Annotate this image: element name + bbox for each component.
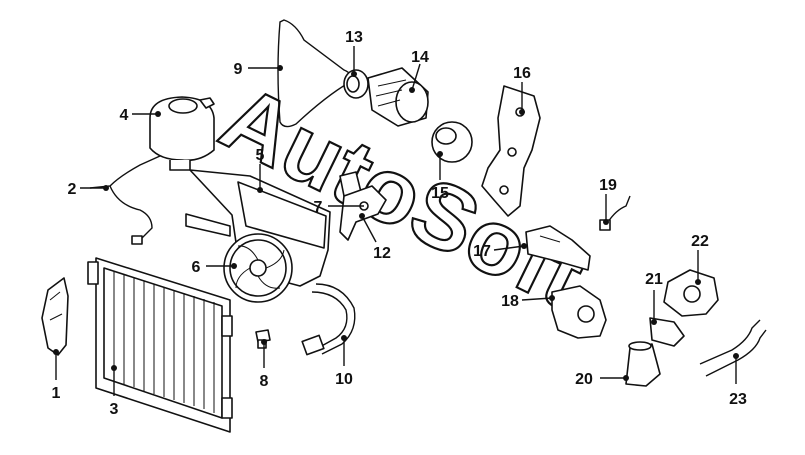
part-2-hose [89,155,161,245]
part-20-filter [625,341,661,387]
callout-10: 10 [335,371,353,388]
callout-6: 6 [192,259,201,276]
part-21-bracket [649,317,685,347]
part-22-pump [663,269,719,317]
callout-8: 8 [260,373,269,390]
callout-17: 17 [473,243,491,260]
part-4-expansion-tank [149,96,215,171]
callout-21: 21 [645,271,663,288]
callout-4: 4 [120,107,129,124]
part-1-bracket [41,277,69,356]
leader-dots [53,65,739,381]
callout-16: 16 [513,65,531,82]
callout-13: 13 [345,29,363,46]
callout-19: 19 [599,177,617,194]
callout-14: 14 [411,49,429,66]
callout-20: 20 [575,371,593,388]
part-3-radiator [87,257,233,433]
callout-18: 18 [501,293,519,310]
part-18-throttle-body [551,285,607,339]
callout-2: 2 [68,181,77,198]
part-23-hose [699,319,767,377]
part-16-engine-bracket [481,85,541,217]
part-19-sensor [599,195,631,231]
part-5-fan-shroud [185,169,331,287]
part-6-fan [223,233,293,303]
callout-5: 5 [256,147,265,164]
part-14-alternator [367,67,429,127]
callout-9: 9 [234,61,243,78]
callout-12: 12 [373,245,391,262]
callout-3: 3 [110,401,119,418]
callout-labels: 1 2 3 4 5 6 7 8 9 10 12 13 14 15 16 17 1… [52,29,747,418]
callout-7: 7 [314,199,323,216]
callout-23: 23 [729,391,747,408]
part-17-valve [525,225,591,271]
callout-1: 1 [52,385,61,402]
leader-lines [55,46,737,396]
part-10-hose [301,283,356,356]
part-8-sensor [255,329,271,349]
part-12-bracket [339,185,387,241]
callout-22: 22 [691,233,709,250]
callout-15: 15 [431,185,449,202]
